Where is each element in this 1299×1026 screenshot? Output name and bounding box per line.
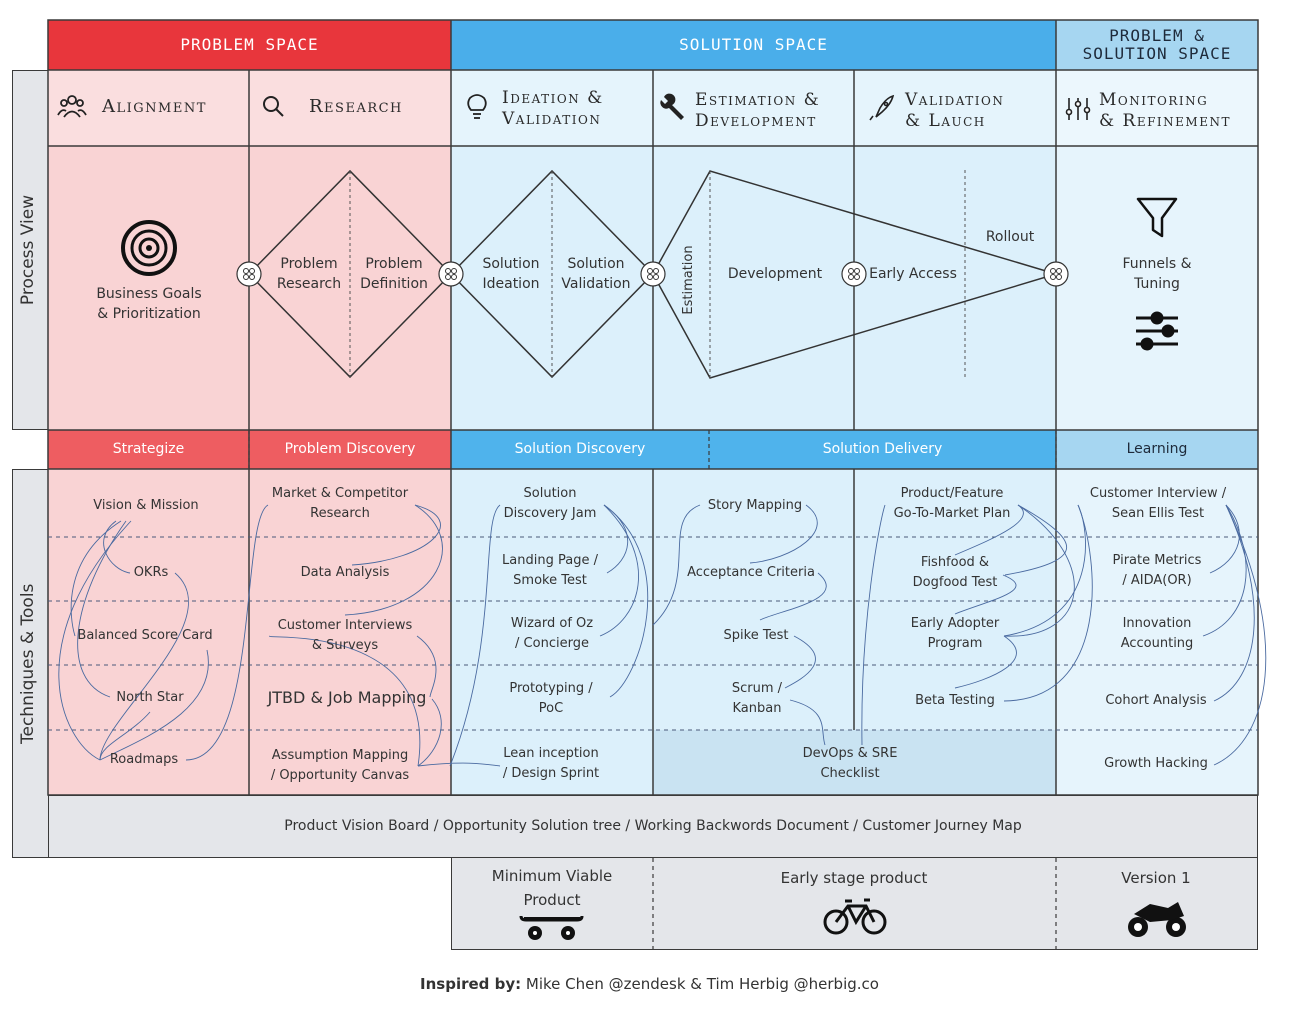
strip-strategize: Strategize <box>48 430 249 469</box>
footer-bar-text: Product Vision Board / Opportunity Solut… <box>284 818 1022 834</box>
phase-validation-title-1: Validation <box>905 90 1005 110</box>
technique-fishfood: Fishfood & Dogfood Test <box>912 555 998 590</box>
business-goals-label: Business Goals & Prioritization <box>96 286 202 322</box>
funnels-tuning-label: Funnels & Tuning <box>1122 256 1192 292</box>
problem-solution-space-label-2: SOLUTION SPACE <box>1082 44 1232 63</box>
technique-north-star: North Star <box>116 690 184 705</box>
phase-monitoring-title-1: Monitoring <box>1099 90 1209 110</box>
problem-space-header: PROBLEM SPACE <box>48 20 451 70</box>
tuning-sliders-icon <box>1136 311 1178 351</box>
phase-ideation-title-2: Validation <box>502 109 602 129</box>
technique-data-analysis: Data Analysis <box>300 565 390 580</box>
problem-solution-space-label-1: PROBLEM & <box>1109 26 1205 45</box>
solution-validation-label: Solution Validation <box>561 256 631 292</box>
phase-alignment-title: Alignment <box>102 96 207 117</box>
technique-wizard-of-oz: Wizard of Oz / Concierge <box>510 616 594 651</box>
technique-early-adopter: Early Adopter Program <box>910 616 1000 651</box>
search-icon <box>263 96 284 117</box>
technique-landing-page: Landing Page / Smoke Test <box>502 553 598 588</box>
early-access-label: Early Access <box>869 266 957 282</box>
target-icon <box>121 220 177 276</box>
technique-devops-checklist: DevOps & SRE Checklist <box>802 746 898 781</box>
phase-ideation-title-1: Ideation & <box>502 88 604 108</box>
strip-learning: Learning <box>1056 430 1258 469</box>
credit-prefix: Inspired by: <box>420 975 522 993</box>
lightbulb-icon <box>467 94 487 119</box>
technique-spike-test: Spike Test <box>723 628 789 643</box>
credit-text: Mike Chen @zendesk & Tim Herbig @herbig.… <box>525 975 879 993</box>
technique-pirate-metrics: Pirate Metrics / AIDA(OR) <box>1112 553 1202 588</box>
technique-assumption-mapping: Assumption Mapping / Opportunity Canvas <box>270 748 410 783</box>
strip-solution-delivery: Solution Delivery <box>709 430 1056 469</box>
technique-roadmaps: Roadmaps <box>109 752 179 767</box>
techniques-side <box>12 469 48 858</box>
motorcycle-icon <box>1128 902 1186 937</box>
phase-monitoring-title-2: & Refinement <box>1099 111 1231 131</box>
technique-okrs: OKRs <box>133 565 169 580</box>
technique-sean-ellis: Customer Interview / Sean Ellis Test <box>1089 486 1227 521</box>
mvp-label: Minimum Viable Product <box>491 867 613 909</box>
early-stage-label: Early stage product <box>780 869 928 887</box>
strip-problem-discovery: Problem Discovery <box>249 430 451 469</box>
wrench-icon <box>660 93 684 120</box>
phase-estimation-title-2: Development <box>695 111 817 131</box>
technique-story-mapping: Story Mapping <box>707 498 803 513</box>
phase-estimation-title-1: Estimation & <box>695 90 821 110</box>
solution-ideation-label: Solution Ideation <box>482 256 540 292</box>
funnel-icon <box>1136 197 1178 238</box>
problem-space-label: PROBLEM SPACE <box>180 35 319 54</box>
team-node-icons <box>236 261 1069 287</box>
phase-validation-title-2: & Lauch <box>905 111 986 131</box>
technique-lean-inception: Lean inception / Design Sprint <box>502 746 600 781</box>
technique-go-to-market: Product/Feature Go-To-Market Plan <box>893 486 1011 521</box>
technique-growth-hacking: Growth Hacking <box>1104 756 1208 771</box>
problem-solution-space-header: PROBLEM & SOLUTION SPACE <box>1056 20 1258 70</box>
technique-acceptance-criteria: Acceptance Criteria <box>687 565 815 580</box>
solution-space-label: SOLUTION SPACE <box>679 35 828 54</box>
technique-customer-interviews: Customer Interviews & Surveys <box>277 618 413 653</box>
technique-discovery-jam: Solution Discovery Jam <box>503 486 597 521</box>
problem-definition-label: Problem Definition <box>360 256 428 292</box>
technique-scrum-kanban: Scrum / Kanban <box>731 681 783 716</box>
product-stages <box>451 858 1258 950</box>
bicycle-icon <box>823 898 887 935</box>
devops-fill <box>653 730 1056 795</box>
technique-jtbd: JTBD & Job Mapping <box>267 688 427 707</box>
phase-research-title: Research <box>309 96 403 117</box>
estimation-label: Estimation <box>681 245 696 315</box>
process-view-side <box>12 70 48 430</box>
footer-bar: Product Vision Board / Opportunity Solut… <box>48 795 1258 858</box>
development-label: Development <box>727 266 823 282</box>
solution-space-header: SOLUTION SPACE <box>451 20 1056 70</box>
technique-market-research: Market & Competitor Research <box>271 486 409 521</box>
people-icon <box>57 95 87 118</box>
version1-label: Version 1 <box>1121 869 1191 887</box>
problem-research-label: Problem Research <box>276 256 342 292</box>
skateboard-icon <box>519 915 584 940</box>
technique-cohort-analysis: Cohort Analysis <box>1105 693 1207 708</box>
technique-innovation-accounting: Innovation Accounting <box>1120 616 1194 651</box>
technique-vision-mission: Vision & Mission <box>93 498 199 513</box>
strip-solution-discovery: Solution Discovery <box>451 430 709 469</box>
sliders-icon <box>1065 98 1091 120</box>
technique-beta-testing: Beta Testing <box>915 693 995 708</box>
technique-prototyping: Prototyping / PoC <box>509 681 593 716</box>
technique-balanced-score-card: Balanced Score Card <box>77 628 213 643</box>
rocket-icon <box>869 94 895 121</box>
credit-line: Inspired by: Mike Chen @zendesk & Tim He… <box>0 975 1299 993</box>
rollout-label: Rollout <box>985 229 1035 245</box>
